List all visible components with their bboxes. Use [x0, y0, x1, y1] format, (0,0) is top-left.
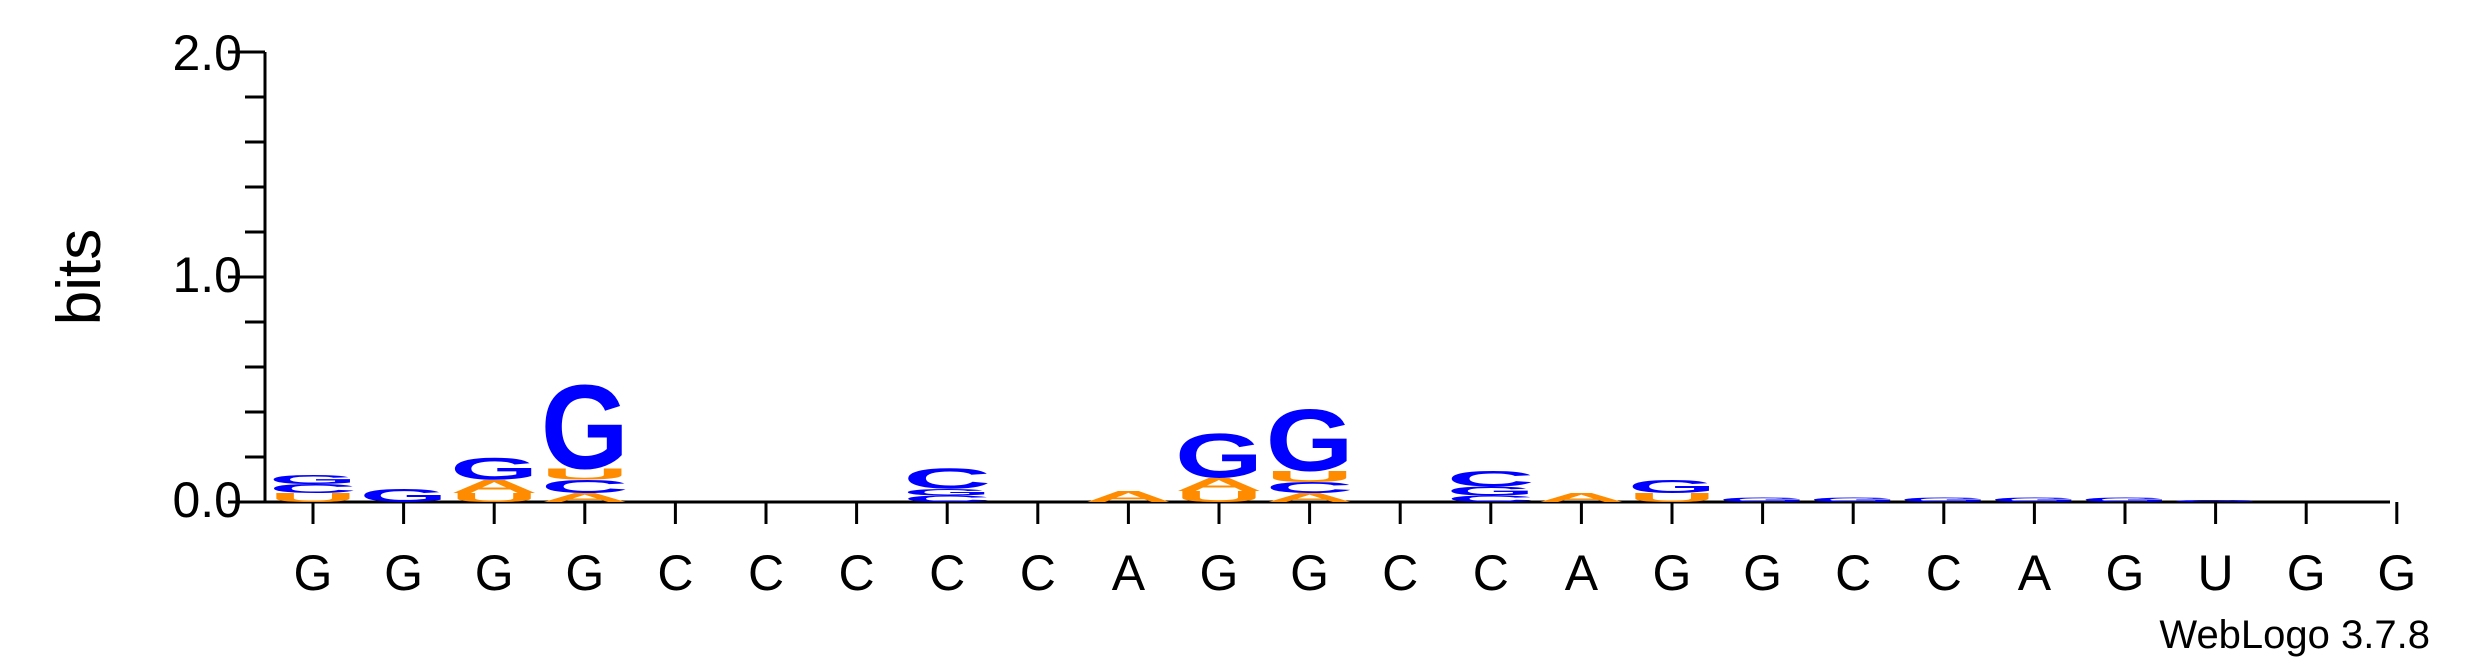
logo-letter-C: C	[1447, 494, 1535, 504]
x-tick-label: G	[2377, 545, 2416, 601]
x-tick-label: G	[1200, 545, 1239, 601]
logo-letter-U: U	[1628, 491, 1716, 505]
y-tick-label-1: 1.0	[172, 247, 242, 303]
x-tick-label: A	[2018, 545, 2052, 601]
x-tick-label: C	[657, 545, 693, 601]
x-tick-label: G	[1653, 545, 1692, 601]
x-tick-label: C	[748, 545, 784, 601]
x-tick-label: G	[1743, 545, 1782, 601]
x-tick-label: G	[565, 545, 604, 601]
x-tick-label: G	[384, 545, 423, 601]
logo-letter-G: G	[1809, 496, 1897, 503]
logo-letter-C: C	[1266, 479, 1354, 497]
x-tick-label: C	[1382, 545, 1418, 601]
x-tick-label: C	[1020, 545, 1056, 601]
logo-letter-G: G	[1628, 476, 1716, 497]
logo-letter-G: G	[1447, 484, 1535, 498]
logo-letter-U: U	[269, 491, 357, 505]
y-axis-label: bits	[45, 229, 114, 325]
logo-letter-C: C	[903, 494, 991, 504]
logo-letter-C: C	[541, 476, 629, 497]
x-ticks	[311, 502, 2399, 524]
logo-letter-C: C	[269, 482, 357, 496]
logo-letter-C: C	[1447, 466, 1535, 491]
logo-letter-C: C	[903, 463, 991, 495]
logo-letter-G: G	[1266, 391, 1354, 489]
x-tick-label: G	[475, 545, 514, 601]
logo-letter-G: G	[2081, 496, 2169, 503]
logo-letter-G: G	[360, 485, 448, 506]
logo-letter-G: G	[269, 473, 357, 487]
x-tick-label: C	[1473, 545, 1509, 601]
x-tick-label: G	[2287, 545, 2326, 601]
y-tick-label-2: 2.0	[172, 25, 242, 81]
x-tick-label: C	[839, 545, 875, 601]
y-tick-labels: 0.0 1.0 2.0	[172, 25, 242, 528]
logo-letter-G: G	[541, 360, 629, 493]
logo-letter-A: A	[1266, 491, 1354, 505]
x-tick-label: G	[1290, 545, 1329, 601]
y-tick-label-0: 0.0	[172, 472, 242, 528]
logo-letter-G: G	[1175, 421, 1263, 491]
logo-letter-A: A	[450, 476, 538, 497]
x-tick-label: C	[1926, 545, 1962, 601]
logo-letter-U: U	[1175, 488, 1263, 506]
logo-letter-A: A	[1537, 491, 1625, 505]
x-tick-label: A	[1565, 545, 1599, 601]
y-ticks	[228, 50, 265, 504]
logo-letter-G: G	[2172, 499, 2260, 502]
logo-letter-U: U	[450, 491, 538, 505]
logo-letter-G: G	[1719, 496, 1807, 503]
logo-letter-G: G	[450, 451, 538, 486]
logo-letter-U: U	[1266, 468, 1354, 486]
x-tick-label: G	[2106, 545, 2145, 601]
weblogo-credit: WebLogo 3.7.8	[2159, 613, 2430, 657]
y-axis: 0.0 1.0 2.0 bits	[45, 25, 267, 528]
x-tick-label: C	[929, 545, 965, 601]
x-tick-label: G	[294, 545, 333, 601]
logo-letter-G: G	[1900, 496, 1988, 503]
logo-letter-G: G	[903, 487, 991, 498]
logo-letter-A: A	[541, 491, 629, 505]
x-tick-label: C	[1835, 545, 1871, 601]
logo-letter-U: U	[541, 465, 629, 483]
logo-letter-G: G	[1990, 496, 2078, 503]
logo-letter-A: A	[1175, 474, 1263, 495]
logo-letter-A: A	[1084, 488, 1172, 506]
x-tick-label: U	[2198, 545, 2234, 601]
x-tick-label: A	[1112, 545, 1146, 601]
